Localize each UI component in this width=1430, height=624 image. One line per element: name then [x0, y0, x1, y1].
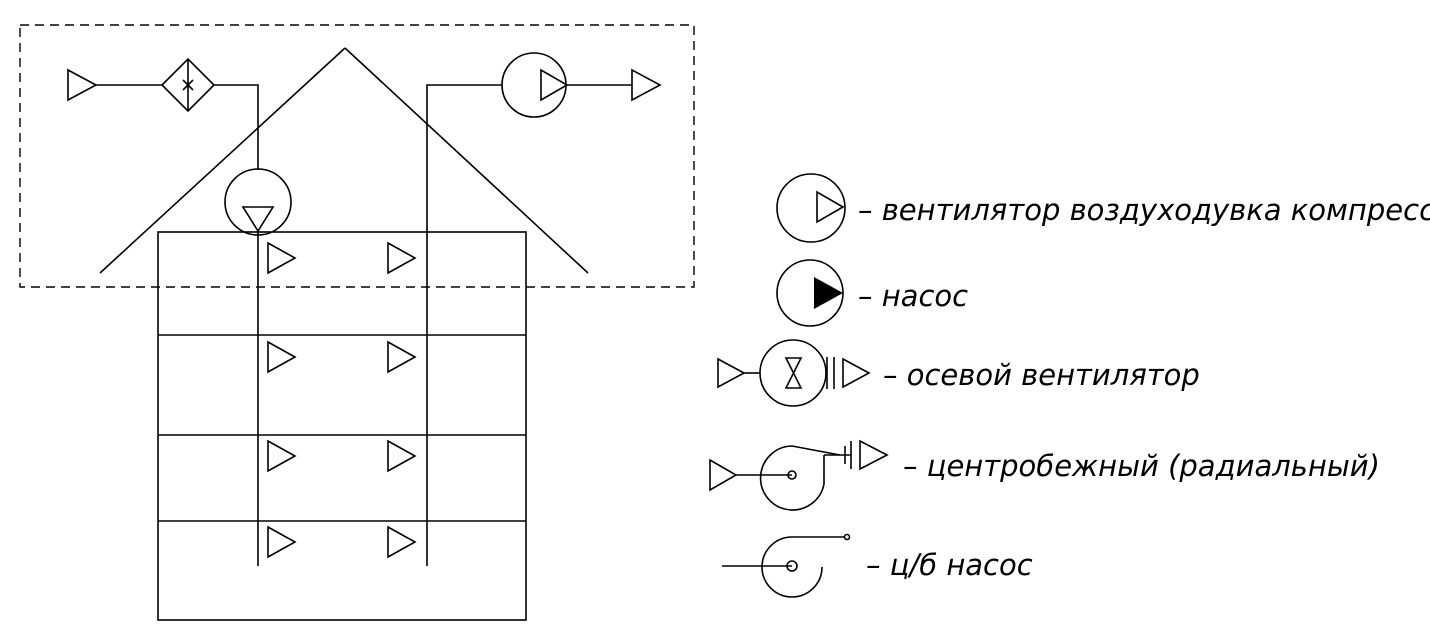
legend-label: – насос: [858, 279, 968, 313]
supply-system: [67, 57, 297, 566]
exhaust-grille-icon: [387, 525, 417, 559]
supply-duct-2: [214, 84, 259, 170]
legend-item-centrifugal-pump: – ц/б насос: [722, 533, 1033, 598]
exhaust-grille-icon: [387, 241, 417, 275]
exhaust-system: [387, 52, 662, 566]
roof: [99, 47, 589, 274]
building-body: [157, 231, 527, 621]
legend-label: – вентилятор воздуходувка компрессор: [858, 193, 1430, 227]
supply-inlet-arrow-icon: [67, 68, 98, 102]
supply-diffuser-icon: [267, 340, 297, 374]
legend-label: – осевой вентилятор: [883, 358, 1200, 392]
pump-icon: [776, 259, 844, 327]
supply-fan-icon: [224, 168, 292, 236]
legend: – вентилятор воздуходувка компрессор – н…: [709, 173, 1430, 598]
fan-icon: [776, 173, 846, 243]
exhaust-riser: [426, 84, 502, 566]
centrifugal-pump-icon: [722, 533, 851, 598]
filter-icon: [160, 57, 216, 113]
axial-fan-icon: [717, 339, 871, 407]
exhaust-outlet-arrow-icon: [631, 68, 662, 102]
supply-diffuser-icon: [267, 525, 297, 559]
building-schematic: [19, 24, 695, 621]
legend-item-centrifugal-fan: – центробежный (радиальный): [709, 439, 1380, 511]
exhaust-grille-icon: [387, 340, 417, 374]
supply-diffuser-icon: [267, 241, 297, 275]
supply-diffuser-icon: [267, 439, 297, 473]
legend-label: – центробежный (радиальный): [903, 449, 1380, 483]
roof-zone-boundary: [19, 24, 695, 288]
exhaust-grille-icon: [387, 439, 417, 473]
legend-item-axial-fan: – осевой вентилятор: [717, 339, 1200, 407]
legend-item-pump: – насос: [776, 259, 968, 327]
roof-right-slope: [344, 47, 589, 274]
legend-item-fan: – вентилятор воздуходувка компрессор: [776, 173, 1430, 243]
building-outline: [157, 231, 527, 621]
legend-label: – ц/б насос: [866, 548, 1033, 582]
centrifugal-fan-icon: [709, 439, 889, 511]
exhaust-fan-icon: [501, 52, 569, 118]
roof-left-slope: [99, 47, 346, 274]
